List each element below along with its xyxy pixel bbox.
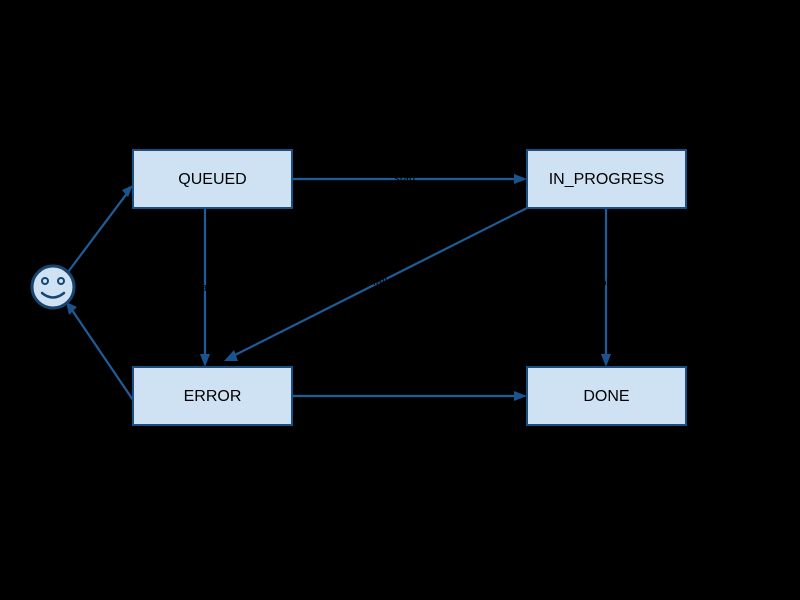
nodes-layer: QUEUED IN_PROGRESS ERROR DONE	[132, 149, 687, 426]
edge-inprogress-to-error-arrowhead	[224, 350, 238, 361]
node-queued[interactable]: QUEUED	[132, 149, 293, 209]
edge-inprogress-to-error-line	[232, 207, 528, 357]
node-done[interactable]: DONE	[526, 366, 687, 426]
edge-error-to-done-arrowhead	[514, 391, 527, 401]
edge-start-to-queued-arrowhead	[122, 185, 133, 197]
edge-inprogress-to-done[interactable]: ok	[600, 208, 612, 367]
edge-error-to-done[interactable]	[292, 391, 527, 401]
edge-error-to-start[interactable]	[66, 302, 134, 401]
edge-queued-to-inprogress-arrowhead	[514, 174, 527, 184]
node-error[interactable]: ERROR	[132, 366, 293, 426]
node-queued-rect	[132, 149, 293, 209]
edge-queued-to-inprogress[interactable]: start	[292, 173, 527, 185]
smiley-right-eye-icon	[57, 277, 65, 285]
edge-start-to-queued[interactable]	[67, 185, 133, 273]
node-error-rect	[132, 366, 293, 426]
edge-inprogress-to-done-arrowhead	[601, 354, 611, 367]
smiley-left-eye-icon	[41, 277, 49, 285]
start-state-circle	[30, 264, 76, 310]
edge-queued-to-error-arrowhead	[200, 354, 210, 367]
edge-start-to-queued-line	[67, 191, 129, 273]
smiley-mouth-icon	[40, 291, 66, 299]
edge-queued-to-error[interactable]: fail	[198, 208, 212, 367]
start-state-node[interactable]	[30, 264, 76, 310]
node-done-rect	[526, 366, 687, 426]
node-in-progress-rect	[526, 149, 687, 209]
edge-error-to-start-arrowhead	[66, 302, 77, 315]
node-in-progress[interactable]: IN_PROGRESS	[526, 149, 687, 209]
edge-error-to-start-line	[71, 309, 134, 401]
edge-inprogress-to-error[interactable]: fail	[224, 207, 528, 361]
